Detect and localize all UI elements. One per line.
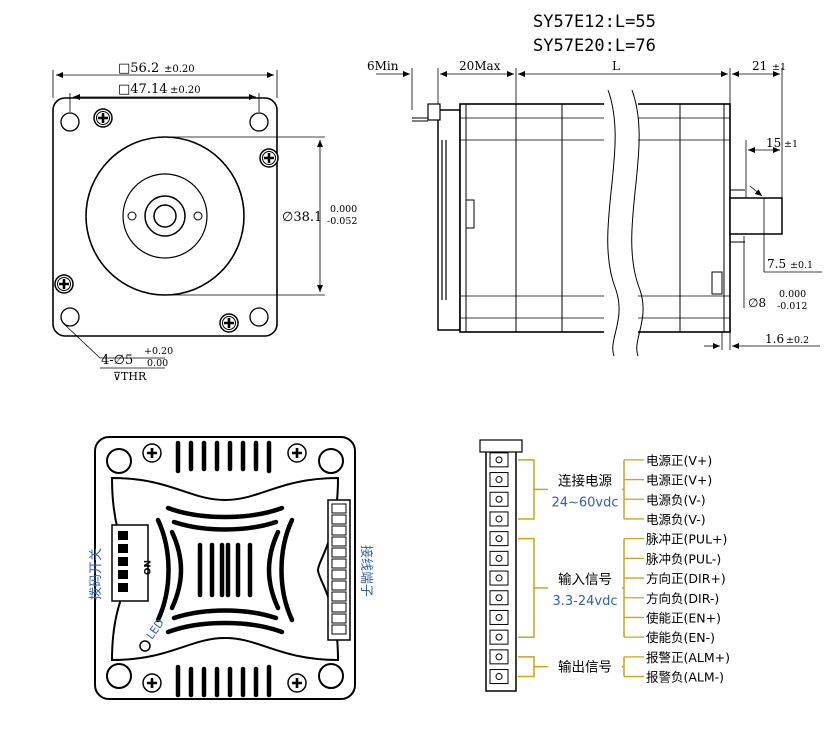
back-view: NO LED 拨码开关 接线端子 (89, 436, 374, 700)
terminal-label: 接线端子 (358, 545, 374, 597)
dim-7-5: 7.5 (767, 257, 786, 271)
pin-screw (495, 673, 503, 681)
pin-label: 使能负(EN-) (646, 630, 715, 645)
dim-hole-spacing-tol: ±0.20 (170, 85, 201, 96)
dim-holes: 4-∅5 (101, 353, 133, 368)
dim-1-6-tol: ±0.2 (786, 335, 809, 346)
group-label: 输入信号 (558, 572, 612, 588)
encoder-cap (437, 109, 461, 331)
screw-icon (141, 442, 163, 464)
dim-outer: □56.2 (118, 61, 159, 76)
pin-label: 方向负(DIR-) (646, 591, 719, 606)
dim-shaft-tol-upper: 0.000 (779, 289, 806, 300)
pin-screw (495, 515, 503, 523)
pin-label: 电源正(V+) (646, 453, 712, 468)
mount-hole-tr (249, 112, 269, 132)
pin-label: 脉冲正(PUL+) (646, 532, 727, 547)
screw-icon (92, 107, 114, 129)
side-view: 6Min 20Max L 21 ±1 15 ±1 7.5 ±0.1 ∅8 0.0… (367, 59, 822, 357)
motor-body (459, 103, 731, 333)
dim-pilot: ∅38.1 (282, 210, 322, 225)
pin-screw (495, 633, 503, 641)
group-label: 输出信号 (558, 660, 612, 676)
pin-screw (495, 476, 503, 484)
dim-1-6: 1.6 (765, 332, 784, 346)
dim-21-tol: ±1 (772, 62, 786, 73)
screw-icon (141, 672, 163, 694)
screw-icon (218, 312, 240, 334)
pin-screw (495, 574, 503, 582)
group-bracket-left (518, 537, 535, 638)
model-line-2: SY57E20:L=76 (533, 36, 656, 56)
dim-holes-tol-lower: 0.00 (147, 358, 168, 369)
pin-label: 报警负(ALM-) (646, 670, 724, 685)
screw-icon (286, 672, 308, 694)
dim-holes-tol-upper: +0.20 (144, 346, 173, 357)
dim-L: L (612, 59, 620, 73)
motor-shaft (729, 197, 783, 235)
dim-15-tol: ±1 (784, 139, 798, 150)
model-line-1: SY57E12:L=55 (533, 12, 656, 32)
dim-7-5-tol: ±0.1 (790, 260, 813, 271)
group-voltage: 3.3-24vdc (553, 594, 618, 609)
pin-label: 电源正(V+) (646, 473, 712, 488)
dim-20max: 20Max (459, 59, 501, 73)
dim-21: 21 (752, 59, 767, 73)
group-voltage: 24~60vdc (551, 495, 618, 510)
screw-icon (53, 273, 75, 295)
screw-icon (286, 442, 308, 464)
mount-hole-tl (60, 112, 80, 132)
screw-icon (258, 147, 280, 169)
pin-screw (495, 535, 503, 543)
front-view: □56.2 ±0.20 □47.14 ±0.20 ∅38.1 0.000 -0.… (52, 61, 357, 383)
pin-label: 脉冲负(PUL-) (646, 551, 721, 566)
mount-hole-bl (60, 307, 80, 327)
pin-screw (495, 456, 503, 464)
pin-hole (127, 211, 137, 221)
shaft-end (153, 204, 177, 228)
dim-15: 15 (766, 136, 781, 150)
group-bracket-left (518, 459, 535, 520)
pin-label: 使能正(EN+) (646, 610, 721, 625)
dim-outer-tol: ±0.20 (164, 64, 195, 75)
group-label: 连接电源 (558, 472, 612, 489)
pin-hole (193, 211, 203, 221)
pin-screw (495, 653, 503, 661)
dip-switch-label: 拨码开关 (89, 548, 104, 600)
dim-6min: 6Min (367, 59, 399, 73)
mount-hole-br (249, 307, 269, 327)
terminal-diagram: 连接电源 24~60vdc 输入信号 3.3-24vdc 输出信号 电源正(V+) 电源正… (479, 439, 730, 692)
dim-pilot-tol-lower: -0.052 (327, 216, 357, 227)
dip-no-label: NO (141, 560, 151, 576)
pin-screw (495, 613, 503, 621)
pin-screw (495, 554, 503, 562)
led-indicator (139, 640, 151, 652)
pin-label: 方向正(DIR+) (646, 571, 726, 586)
group-bracket-left (518, 656, 535, 678)
pin-label: 电源负(V-) (646, 492, 706, 507)
dim-hole-spacing: □47.14 (118, 82, 168, 97)
dim-pilot-tol-upper: 0.000 (330, 204, 357, 215)
pin-screw (495, 594, 503, 602)
dim-shaft-tol-lower: -0.012 (777, 301, 807, 312)
dim-holes-thru: ⊽THR (113, 370, 147, 383)
pin-label: 报警正(ALM+) (646, 650, 730, 665)
pin-screw (495, 495, 503, 503)
dim-shaft: ∅8 (748, 296, 766, 310)
pin-label: 电源负(V-) (646, 512, 706, 527)
